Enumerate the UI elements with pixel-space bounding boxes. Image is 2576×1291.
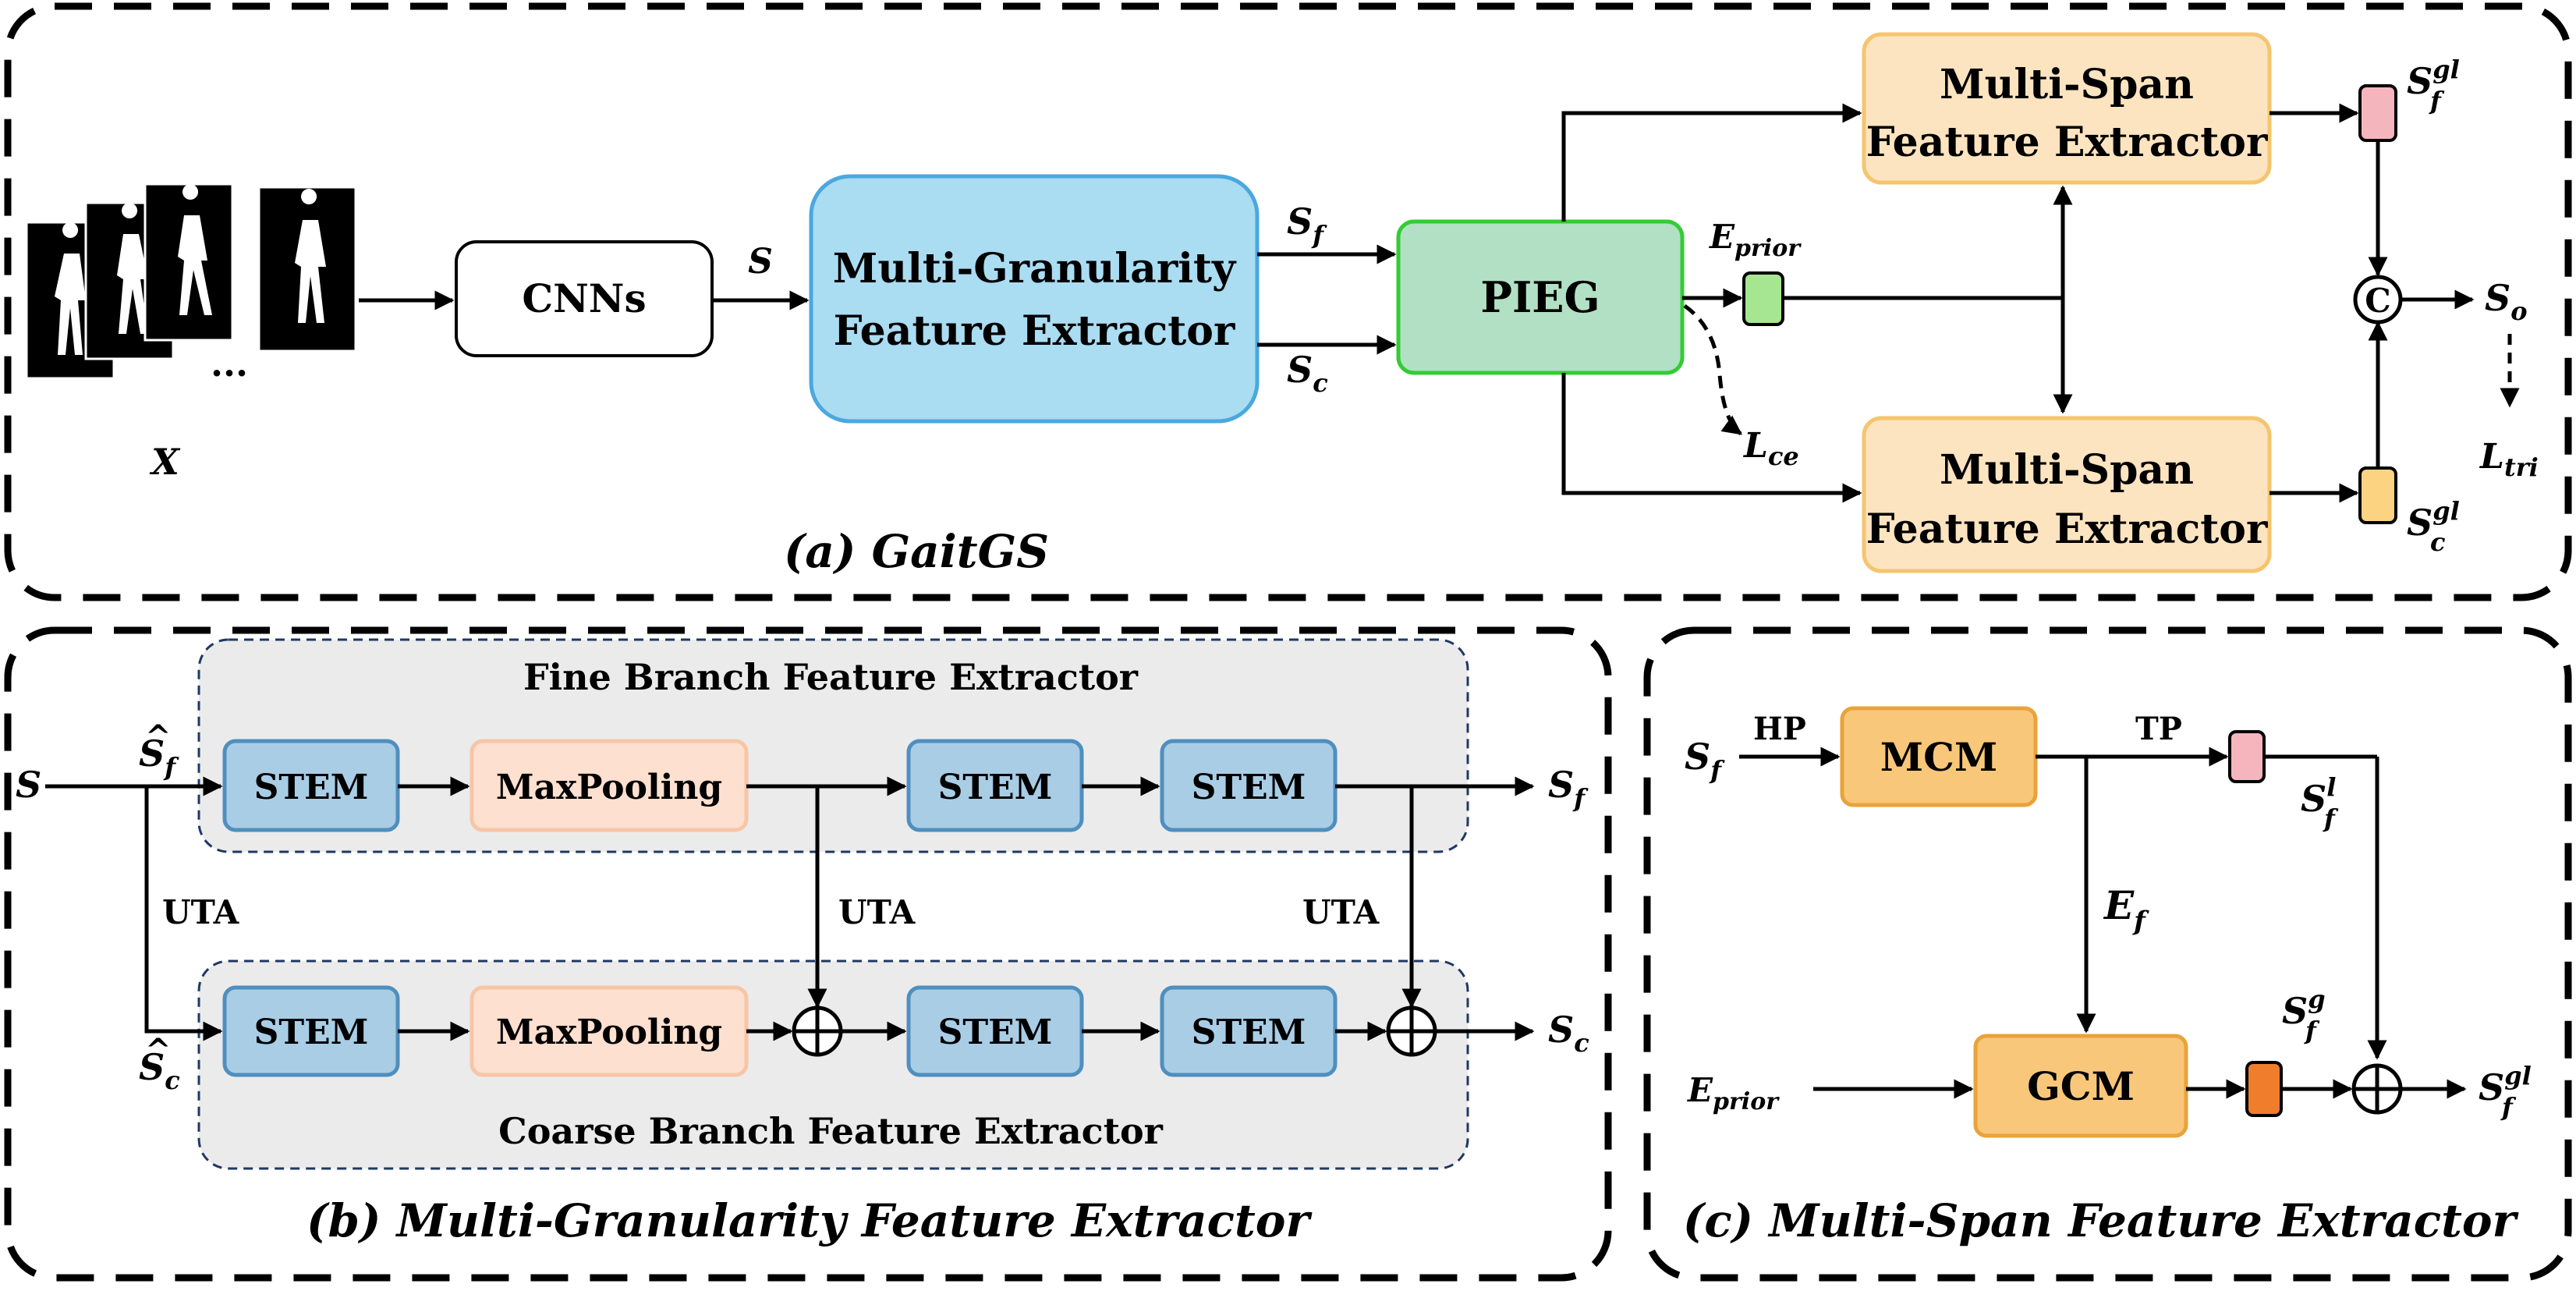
msfe-bottom-line2: Feature Extractor bbox=[1866, 505, 2268, 553]
fine-maxpool-label: MaxPooling bbox=[496, 768, 722, 807]
mgfe-label-line1: Multi-Granularity bbox=[833, 245, 1237, 293]
mgfe-box bbox=[809, 174, 1260, 424]
so-label: So bbox=[2485, 277, 2528, 326]
fine-branch-title: Fine Branch Feature Extractor bbox=[523, 656, 1139, 698]
input-sf-label: Sf bbox=[1685, 736, 1725, 785]
pieg-label: PIEG bbox=[1480, 272, 1600, 322]
coarse-stem-3-label: STEM bbox=[1192, 1013, 1306, 1052]
panel-b-caption: (b) Multi-Granularity Feature Extractor bbox=[306, 1194, 1313, 1247]
coarse-stem-1-label: STEM bbox=[254, 1013, 369, 1052]
eprior-label-c: Eprior bbox=[1687, 1071, 1780, 1115]
sfl-token bbox=[2228, 730, 2266, 783]
tp-label: TP bbox=[2135, 711, 2182, 747]
eprior-token bbox=[1742, 271, 1784, 326]
panel-a: ... X CNNs S Multi-Granularity Feature E… bbox=[4, 2, 2572, 601]
input-s-label: S bbox=[16, 764, 41, 806]
add-node-c bbox=[2351, 1063, 2403, 1115]
out-sc-label: Sc bbox=[1548, 1009, 1589, 1058]
mgfe-label-line2: Feature Extractor bbox=[834, 307, 1235, 355]
ellipsis: ... bbox=[211, 342, 248, 385]
sc-label: Sc bbox=[1287, 349, 1328, 398]
uta-label-mid: UTA bbox=[838, 893, 916, 931]
lce-label: Lce bbox=[1742, 426, 1799, 471]
msfe-top-line1: Multi-Span bbox=[1940, 61, 2194, 108]
panel-b: Fine Branch Feature Extractor Coarse Bra… bbox=[4, 626, 1612, 1282]
panel-c-caption: (c) Multi-Span Feature Extractor bbox=[1683, 1194, 2520, 1247]
sf-hat-label: Sf bbox=[139, 732, 179, 782]
input-x-label: X bbox=[149, 441, 181, 483]
msfe-top-box bbox=[1862, 32, 2272, 185]
ltri-label: Ltri bbox=[2479, 437, 2539, 482]
sfgl-token bbox=[2358, 84, 2397, 142]
hp-label: HP bbox=[1753, 711, 1806, 747]
coarse-stem-2-label: STEM bbox=[938, 1013, 1053, 1052]
sc-hat-label: Sc bbox=[139, 1046, 180, 1095]
scgl-token bbox=[2358, 466, 2397, 524]
mcm-label: MCM bbox=[1880, 734, 1998, 780]
panel-a-border bbox=[4, 2, 2572, 601]
eprior-label: Eprior bbox=[1709, 218, 1802, 262]
sf-label: Sf bbox=[1287, 200, 1327, 250]
add-node-2 bbox=[1386, 1005, 1437, 1057]
fine-stem-3-label: STEM bbox=[1192, 768, 1306, 807]
sc-hat-mark: ^ bbox=[145, 1032, 172, 1069]
panel-a-caption: (a) GaitGS bbox=[784, 525, 1049, 578]
sfg-token bbox=[2245, 1061, 2283, 1117]
msfe-top-line2: Feature Extractor bbox=[1866, 119, 2268, 166]
add-node-1 bbox=[792, 1005, 843, 1057]
msfe-bottom-line1: Multi-Span bbox=[1940, 446, 2194, 494]
ef-label: Ef bbox=[2103, 882, 2149, 937]
gcm-box bbox=[1973, 1034, 2188, 1138]
out-sf-label: Sf bbox=[1548, 764, 1589, 813]
panel-b-border bbox=[4, 626, 1612, 1282]
uta-label-left: UTA bbox=[162, 893, 240, 931]
s-label: S bbox=[748, 242, 773, 282]
uta-label-right: UTA bbox=[1302, 893, 1380, 931]
fine-stem-1-label: STEM bbox=[254, 768, 369, 807]
silhouette-sequence-icon bbox=[25, 183, 357, 380]
gcm-label: GCM bbox=[2027, 1063, 2135, 1109]
concat-symbol: C bbox=[2365, 282, 2390, 320]
cnns-label: CNNs bbox=[522, 275, 646, 321]
sf-hat-mark: ^ bbox=[145, 718, 172, 755]
fine-stem-2-label: STEM bbox=[938, 768, 1053, 807]
coarse-branch-title: Coarse Branch Feature Extractor bbox=[498, 1110, 1163, 1152]
coarse-maxpool-label: MaxPooling bbox=[496, 1013, 722, 1052]
